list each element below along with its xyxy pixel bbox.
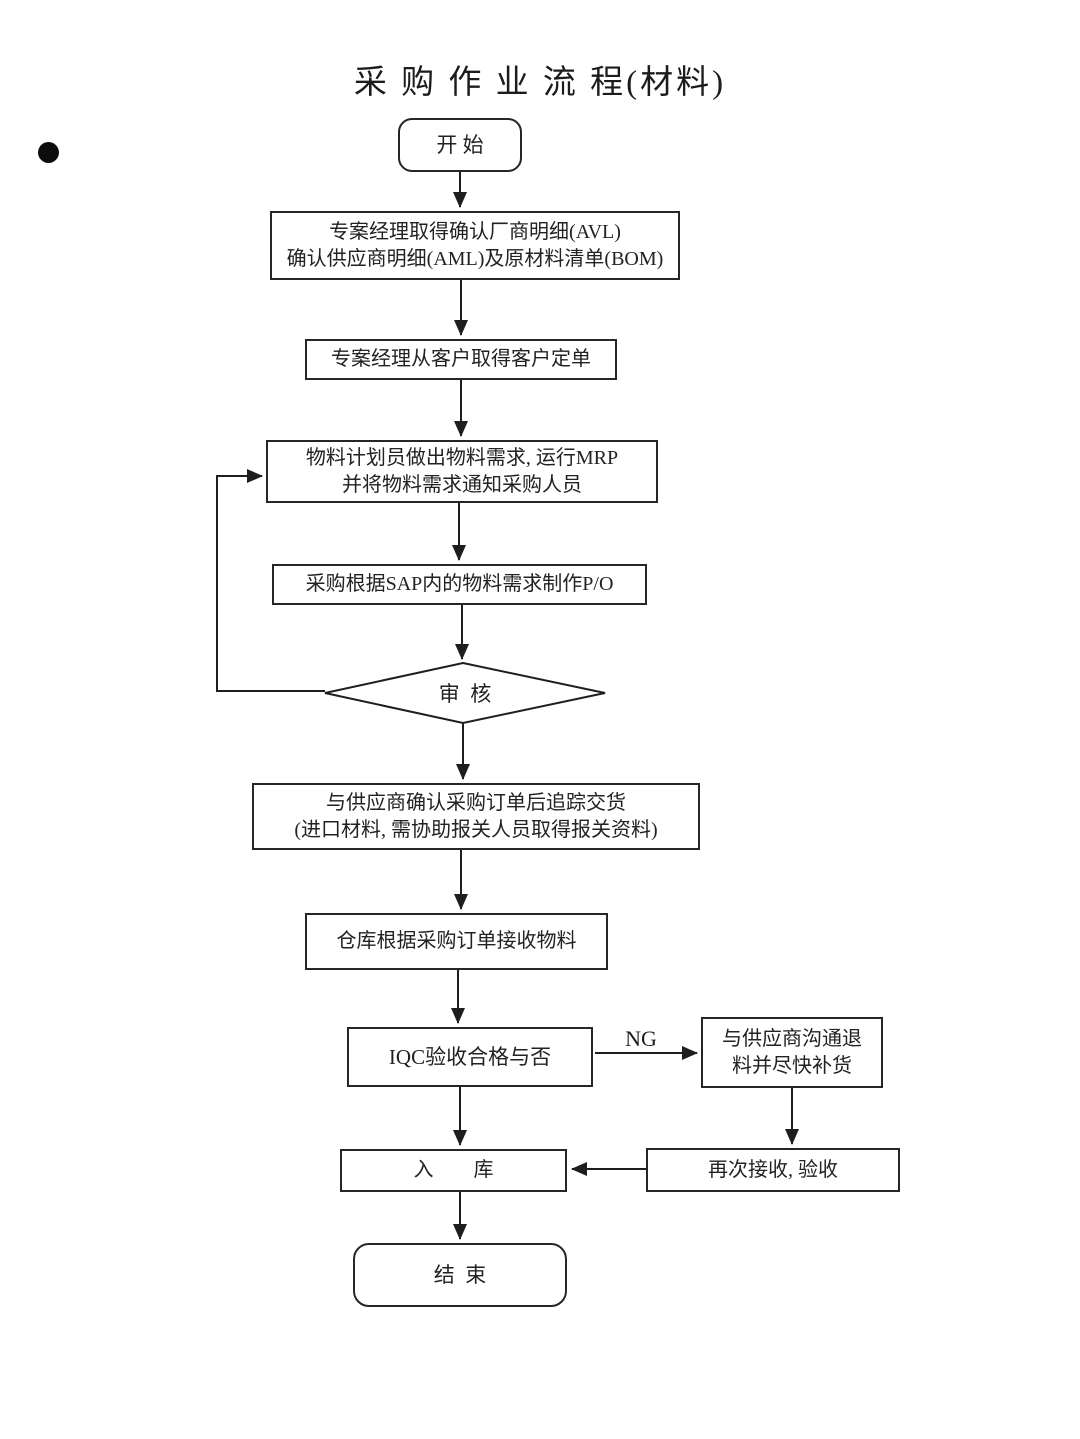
- page-title: 采 购 作 业 流 程(材料): [353, 65, 727, 101]
- node-create-po: 采购根据SAP内的物料需求制作P/O: [272, 564, 647, 605]
- node-review-decision: 审 核: [438, 682, 492, 706]
- bullet-point-icon: [38, 142, 59, 163]
- node-confirm-track-delivery: 与供应商确认采购订单后追踪交货 (进口材料, 需协助报关人员取得报关资料): [252, 783, 700, 850]
- node-customer-order: 专案经理从客户取得客户定单: [305, 339, 617, 380]
- node-start: 开 始: [398, 118, 522, 172]
- node-warehouse-receive: 仓库根据采购订单接收物料: [305, 913, 608, 970]
- node-put-in-storage: 入 库: [340, 1149, 567, 1192]
- node-iqc-inspection: IQC验收合格与否: [347, 1027, 593, 1087]
- node-end: 结 束: [353, 1243, 567, 1307]
- ng-branch-label: NG: [625, 1026, 657, 1051]
- node-avl-aml-bom: 专案经理取得确认厂商明细(AVL) 确认供应商明细(AML)及原材料清单(BOM…: [270, 211, 680, 280]
- node-mrp-demand: 物料计划员做出物料需求, 运行MRP 并将物料需求通知采购人员: [266, 440, 658, 503]
- node-recheck-receive: 再次接收, 验收: [646, 1148, 900, 1192]
- node-supplier-return-replenish: 与供应商沟通退 料并尽快补货: [701, 1017, 883, 1088]
